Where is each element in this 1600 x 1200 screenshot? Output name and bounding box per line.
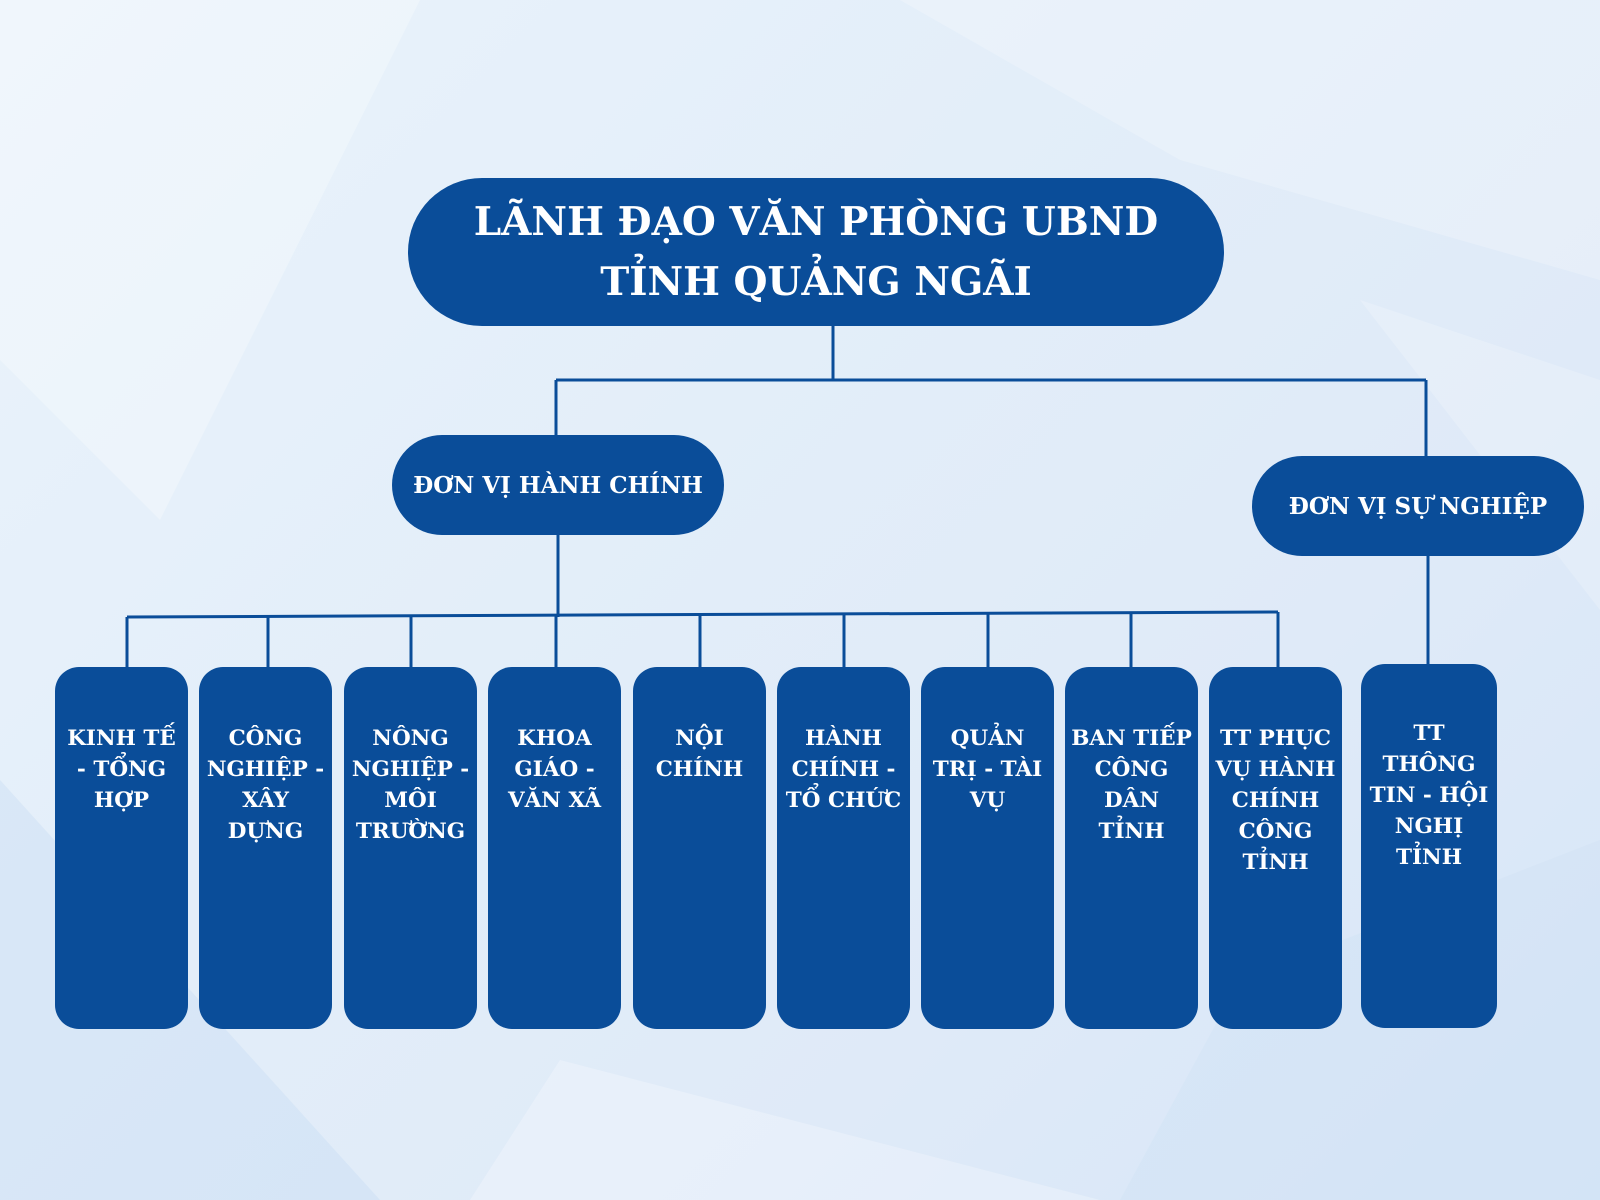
unit-label: TT PHỤC VỤ HÀNH CHÍNH CÔNG TỈNH (1215, 726, 1336, 875)
unit-node-hanh-chinh-to-chuc: HÀNH CHÍNH - TỔ CHỨC (777, 667, 910, 1029)
root-title: LÃNH ĐẠO VĂN PHÒNG UBND TỈNH QUẢNG NGÃI (474, 192, 1159, 312)
unit-node-tt-phuc-vu-hanh-chinh-cong-tinh: TT PHỤC VỤ HÀNH CHÍNH CÔNG TỈNH (1209, 667, 1342, 1029)
unit-node-noi-chinh: NỘI CHÍNH (633, 667, 766, 1029)
unit-node-cong-nghiep-xay-dung: CÔNG NGHIỆP - XÂY DỰNG (199, 667, 332, 1029)
unit-label: NÔNG NGHIỆP - MÔI TRƯỜNG (351, 726, 470, 844)
root-title-line1: LÃNH ĐẠO VĂN PHÒNG UBND (473, 199, 1159, 245)
unit-node-quan-tri-tai-vu: QUẢN TRỊ - TÀI VỤ (921, 667, 1054, 1029)
branch-node-service: ĐƠN VỊ SỰ NGHIỆP (1252, 456, 1584, 556)
unit-label: HÀNH CHÍNH - TỔ CHỨC (785, 726, 902, 813)
unit-label: QUẢN TRỊ - TÀI VỤ (932, 726, 1043, 813)
root-node-leadership: LÃNH ĐẠO VĂN PHÒNG UBND TỈNH QUẢNG NGÃI (408, 178, 1224, 326)
unit-label: KINH TẾ - TỔNG HỢP (67, 726, 176, 813)
root-title-line2: TỈNH QUẢNG NGÃI (600, 259, 1032, 305)
unit-node-kinh-te-tong-hop: KINH TẾ - TỔNG HỢP (55, 667, 188, 1029)
unit-node-khoa-giao-van-xa: KHOA GIÁO - VĂN XÃ (488, 667, 621, 1029)
unit-node-tt-thong-tin-hoi-nghi-tinh: TT THÔNG TIN - HỘI NGHỊ TỈNH (1361, 664, 1497, 1028)
branch-service-label: ĐƠN VỊ SỰ NGHIỆP (1288, 492, 1548, 520)
branch-administrative-label: ĐƠN VỊ HÀNH CHÍNH (413, 471, 703, 499)
unit-label: CÔNG NGHIỆP - XÂY DỰNG (206, 726, 325, 844)
unit-label: BAN TIẾP CÔNG DÂN TỈNH (1071, 726, 1192, 844)
unit-node-nong-nghiep-moi-truong: NÔNG NGHIỆP - MÔI TRƯỜNG (344, 667, 477, 1029)
unit-label: KHOA GIÁO - VĂN XÃ (507, 726, 602, 813)
branch-node-administrative: ĐƠN VỊ HÀNH CHÍNH (392, 435, 724, 535)
unit-label: NỘI CHÍNH (655, 726, 744, 782)
unit-node-ban-tiep-cong-dan-tinh: BAN TIẾP CÔNG DÂN TỈNH (1065, 667, 1198, 1029)
unit-label: TT THÔNG TIN - HỘI NGHỊ TỈNH (1369, 721, 1489, 870)
